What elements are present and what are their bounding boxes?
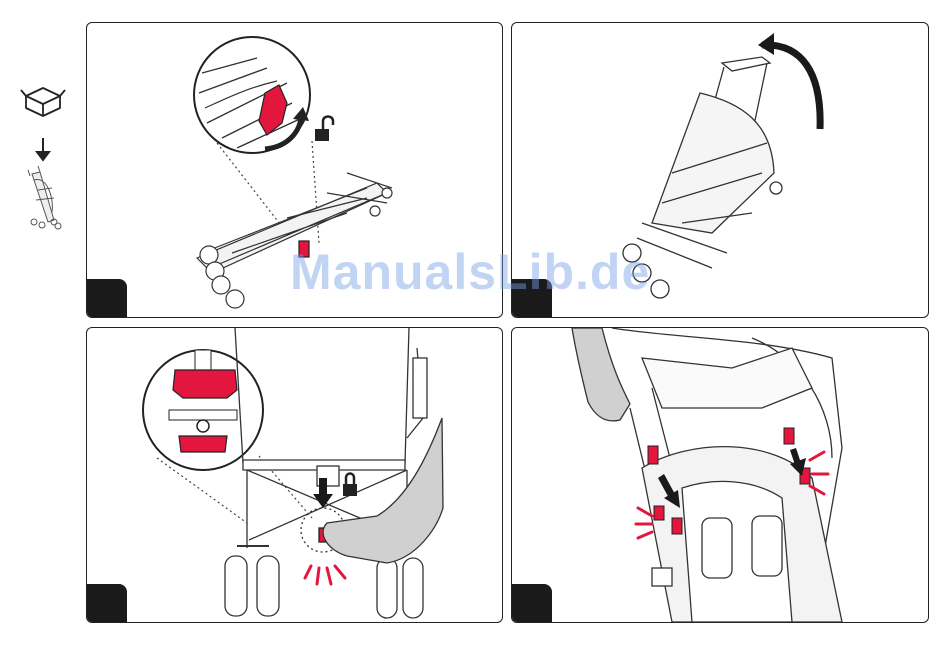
step-3-badge [87, 584, 127, 622]
stroller-rear [225, 328, 427, 618]
step-1-badge [87, 279, 127, 317]
unlock-icon [315, 117, 333, 142]
side-legend [18, 80, 68, 240]
step-2-panel [511, 22, 929, 318]
fold-lever-illustration [87, 23, 502, 317]
step-4-panel [511, 327, 929, 623]
curved-arrow-icon [758, 33, 820, 129]
box-icon [21, 88, 65, 116]
side-locks-illustration [512, 328, 928, 622]
zoom-circle [194, 37, 310, 153]
step-4-badge [512, 584, 552, 622]
foot-lock-illustration [87, 328, 502, 622]
down-arrow-icon [37, 138, 49, 160]
zoom-circle [143, 350, 263, 470]
stroller-icon [28, 166, 61, 229]
step-3-panel [86, 327, 503, 623]
unfold-illustration [512, 23, 928, 317]
unfolding-stroller [623, 57, 782, 298]
step-2-badge [512, 279, 552, 317]
lock-icon [343, 474, 357, 497]
step-1-panel [86, 22, 503, 318]
click-lines-icon [305, 566, 345, 584]
side-legend-graphic [18, 80, 68, 240]
folded-stroller [197, 173, 392, 308]
foot [323, 418, 443, 563]
hand [572, 328, 630, 421]
